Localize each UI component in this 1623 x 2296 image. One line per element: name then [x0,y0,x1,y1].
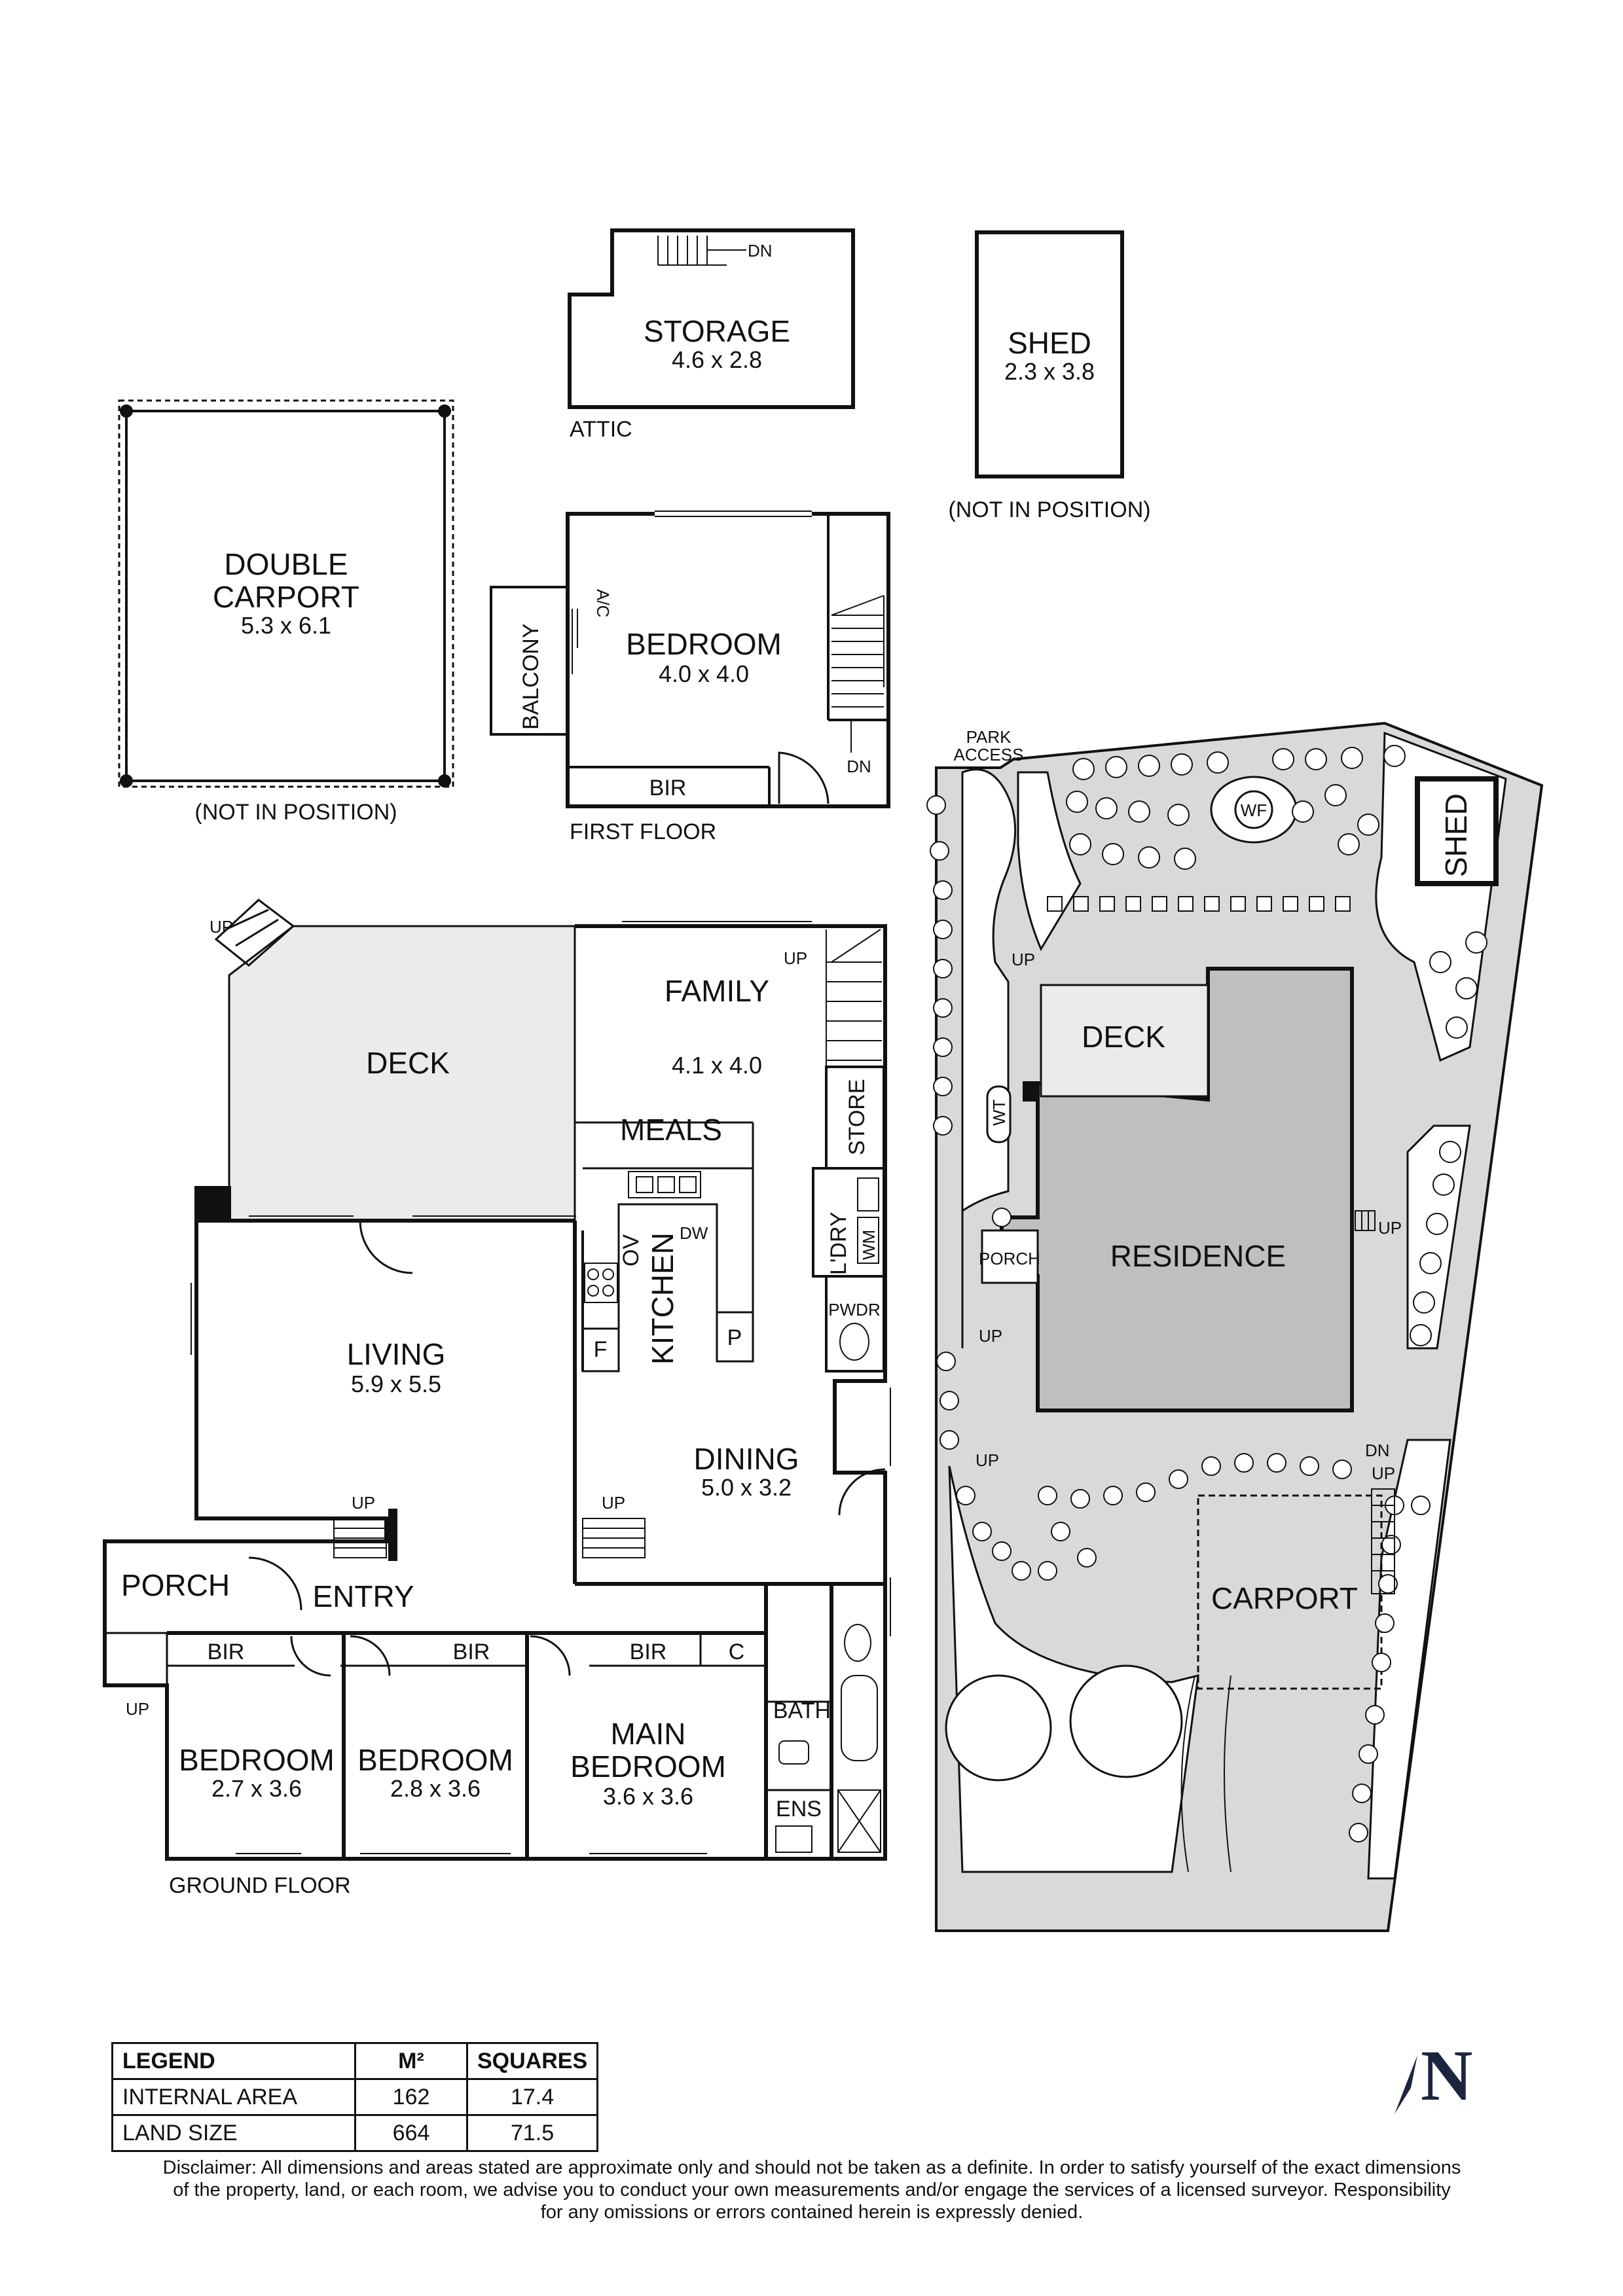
legend-row-label: LAND SIZE [111,2114,356,2152]
store-label: STORE [845,1079,869,1155]
living-dims: 5.9 x 5.5 [351,1371,441,1397]
legend-header-legend: LEGEND [111,2042,356,2080]
table-row: LAND SIZE 664 71.5 [111,2114,599,2152]
washing-machine-label: WM [859,1230,879,1260]
dining-dims: 5.0 x 3.2 [701,1474,792,1501]
attic-storage [568,228,855,409]
site-up-label-2: UP [979,1326,1002,1346]
first-floor-bir-label: BIR [649,776,687,800]
site-deck-label: DECK [1082,1020,1165,1054]
deck-up-label: UP [210,917,233,937]
dining-name: DINING [694,1442,799,1476]
attic-storage-dims: 4.6 x 2.8 [672,346,762,373]
kitchen-label: KITCHEN [646,1232,680,1365]
site-dn-label: DN [1365,1441,1390,1460]
wood-fire-label: WF [1241,800,1267,820]
attic-dn-label: DN [748,241,773,260]
table-row: INTERNAL AREA 162 17.4 [111,2078,599,2116]
laundry-label: L'DRY [826,1211,851,1275]
main-bedroom-name-1: MAIN [611,1717,686,1751]
first-floor-bedroom-name: BEDROOM [626,627,782,661]
family-up-label: UP [784,948,807,968]
bedroom1-dims: 2.7 x 3.6 [211,1775,302,1802]
attic-storage-name: STORAGE [644,314,790,348]
double-carport-name-1: DOUBLE [224,547,348,581]
legend-header-row: LEGEND M² SQUARES [111,2042,599,2080]
dishwasher-label: DW [680,1223,708,1243]
double-carport-name-2: CARPORT [213,580,359,614]
balcony-label: BALCONY [519,624,543,730]
first-floor-dn-label: DN [847,757,871,776]
family-dims: 4.1 x 4.0 [672,1052,762,1079]
ensuite-label: ENS [776,1797,822,1821]
main-bedroom-dims: 3.6 x 3.6 [603,1783,693,1810]
powder-room-label: PWDR [828,1300,880,1319]
main-bedroom-bir-label: BIR [630,1640,667,1664]
first-floor-bedroom-dims: 4.0 x 4.0 [659,660,749,687]
bedroom1-bir-label: BIR [208,1640,245,1664]
meals-label: MEALS [620,1113,722,1147]
ac-label: A/C [593,589,613,617]
legend-header-squares: SQUARES [465,2042,599,2080]
porch-up-label: UP [126,1699,149,1719]
site-carport-label: CARPORT [1211,1581,1358,1615]
first-floor-plan [490,510,890,808]
shed-note: (NOT IN POSITION) [948,497,1150,522]
ground-floor-level-label: GROUND FLOOR [169,1873,351,1898]
legend-row-m2: 162 [354,2078,468,2116]
park-access-label-1: PARK [966,727,1012,747]
bedroom2-dims: 2.8 x 3.6 [390,1775,481,1802]
double-carport-dims: 5.3 x 6.1 [241,612,331,639]
bedroom2-bir-label: BIR [453,1640,490,1664]
attic-level-label: ATTIC [570,417,632,442]
site-shed-label: SHED [1439,793,1473,877]
site-porch-label: PORCH [979,1249,1040,1268]
shed-outline [975,230,1124,478]
entry-label: ENTRY [312,1579,414,1613]
porch-label: PORCH [121,1568,230,1602]
site-up-label-1: UP [1012,950,1035,969]
fridge-label: F [594,1337,608,1362]
legend-row-m2: 664 [354,2114,468,2152]
double-carport-outline [118,399,454,788]
shed-dims: 2.3 x 3.8 [1004,358,1095,385]
legend-row-label: INTERNAL AREA [111,2078,356,2116]
main-bedroom-name-2: BEDROOM [570,1749,726,1784]
deck-label: DECK [366,1046,450,1080]
site-plan [926,721,1544,1932]
living-up-label: UP [352,1493,375,1513]
cupboard-label: C [729,1640,745,1664]
north-arrow-icon [1395,2055,1417,2114]
north-label: N [1421,2036,1473,2115]
shed-name: SHED [1008,326,1091,360]
site-up-label-5: UP [1372,1463,1395,1483]
first-floor-level-label: FIRST FLOOR [570,819,716,844]
ground-floor-plan [103,899,891,1861]
legend-table: LEGEND M² SQUARES INTERNAL AREA 162 17.4… [111,2042,599,2152]
disclaimer-line-2: of the property, land, or each room, we … [173,2179,1451,2200]
bedroom1-name: BEDROOM [179,1743,335,1777]
site-up-label-4: UP [976,1450,999,1470]
oven-label: OV [619,1234,644,1266]
pantry-label: P [727,1325,742,1350]
legend-row-squares: 17.4 [465,2078,599,2116]
bedroom2-name: BEDROOM [357,1743,513,1777]
disclaimer: Disclaimer: All dimensions and areas sta… [59,2157,1565,2223]
disclaimer-line-1: Disclaimer: All dimensions and areas sta… [162,2157,1461,2178]
legend-header-m2: M² [354,2042,468,2080]
site-up-label-3: UP [1378,1218,1402,1238]
park-access-label-2: ACCESS [954,745,1024,764]
double-carport-note: (NOT IN POSITION) [194,800,397,825]
disclaimer-line-3: for any omissions or errors contained he… [540,2202,1084,2223]
residence-label: RESIDENCE [1110,1239,1286,1273]
dining-up-label: UP [602,1493,625,1513]
living-name: LIVING [347,1337,446,1371]
water-tank-label: WT [989,1099,1009,1126]
legend-row-squares: 71.5 [465,2114,599,2152]
bath-label: BATH [773,1698,831,1723]
family-name: FAMILY [665,974,769,1008]
